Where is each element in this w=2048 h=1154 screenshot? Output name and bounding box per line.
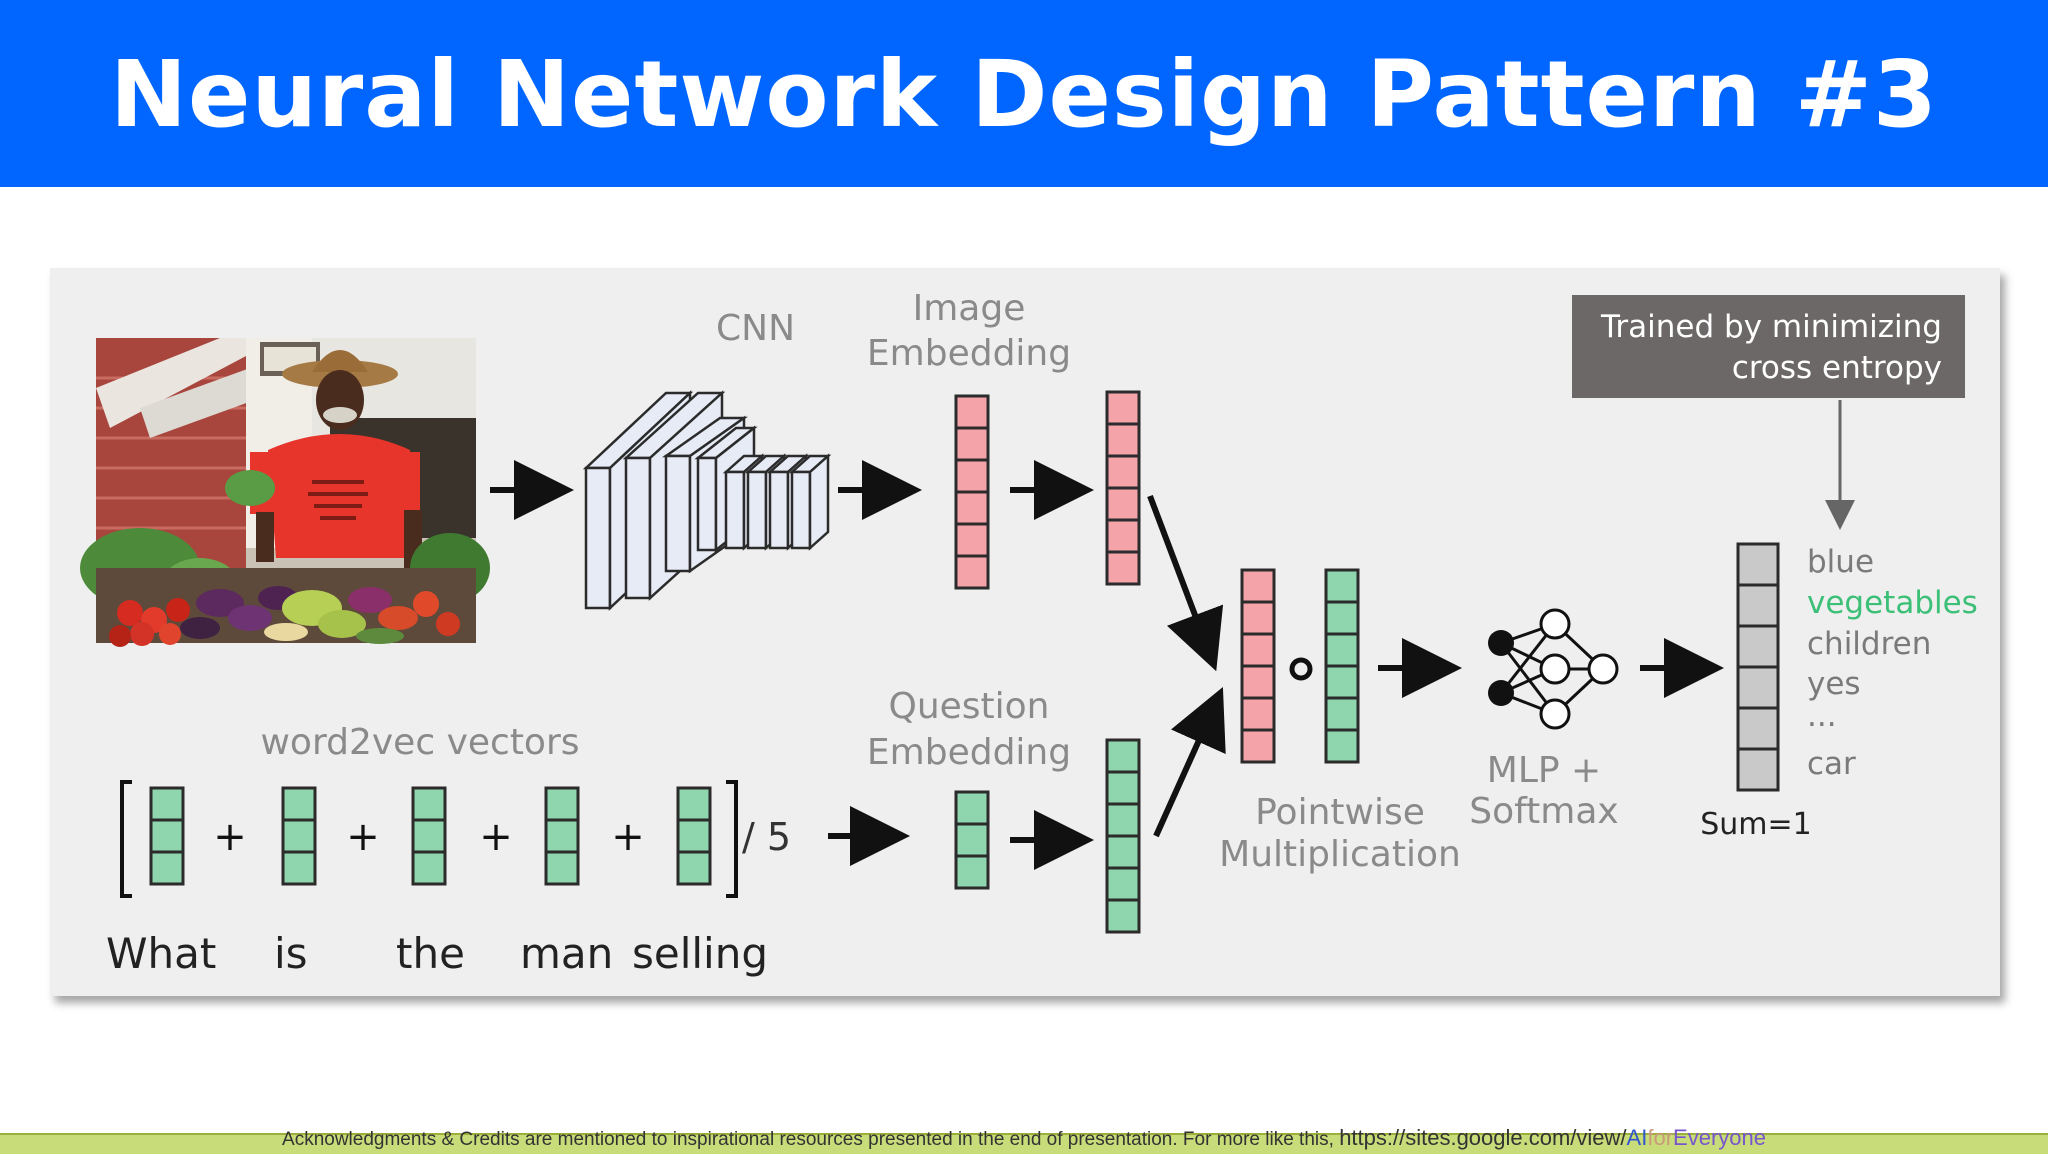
mlp-network-icon <box>1488 608 1619 730</box>
word-vector-5 <box>676 786 712 886</box>
answer-ellipsis: ... <box>1807 698 1837 734</box>
image-embedding-label-line2: Embedding <box>867 333 1071 374</box>
plus-sign-2: + <box>346 814 380 860</box>
mlp-label-line2: Softmax <box>1469 791 1618 832</box>
image-embedding-label-line1: Image <box>913 288 1026 329</box>
word-vector-4 <box>544 786 580 886</box>
footer-bar <box>0 1133 2048 1154</box>
left-bracket <box>120 780 132 898</box>
arrow-image-to-pointwise <box>1147 494 1224 672</box>
pointwise-question-vector <box>1324 568 1360 764</box>
word-vector-1 <box>149 786 185 886</box>
divide-by-five: / 5 <box>742 815 791 859</box>
market-photo <box>80 338 490 647</box>
pointwise-operator-icon <box>1289 657 1313 681</box>
title-bar <box>0 0 2048 187</box>
answer-vegetables: vegetables <box>1807 585 1978 621</box>
image-embedding-vector <box>954 394 990 590</box>
arrow-question-to-pointwise <box>1153 687 1226 838</box>
word2vec-label: word2vec vectors <box>260 722 579 763</box>
word-man: man <box>520 929 613 978</box>
plus-sign-1: + <box>213 814 247 860</box>
word-what: What <box>106 929 216 978</box>
plus-sign-3: + <box>479 814 513 860</box>
sum-label: Sum=1 <box>1700 807 1812 842</box>
training-note-box <box>1572 295 1965 398</box>
right-bracket <box>726 780 738 898</box>
pointwise-image-vector <box>1240 568 1276 764</box>
word-vector-3 <box>411 786 447 886</box>
footer-url-for[interactable]: for <box>1647 1125 1674 1150</box>
pointwise-label-line1: Pointwise <box>1255 792 1425 833</box>
answer-yes: yes <box>1807 666 1861 702</box>
training-note-line1: Trained by minimizing <box>1600 309 1942 345</box>
plus-sign-4: + <box>611 814 645 860</box>
answer-blue: blue <box>1807 544 1874 580</box>
mlp-label-line1: MLP + <box>1487 750 1601 791</box>
footer-url-prefix[interactable]: https://sites.google.com/view/ <box>1339 1125 1627 1150</box>
image-fc-vector <box>1105 390 1141 586</box>
question-embedding-label-line1: Question <box>888 686 1049 727</box>
question-embedding-vector <box>954 790 990 890</box>
word-is: is <box>274 929 308 978</box>
footer-url-everyone[interactable]: Everyone <box>1673 1125 1766 1150</box>
footer-credits-text: Acknowledgments & Credits are mentioned … <box>282 1129 1340 1150</box>
footer-credits: Acknowledgments & Credits are mentioned … <box>0 1124 2048 1152</box>
training-note-line2: cross entropy <box>1732 350 1942 386</box>
footer-url-ai[interactable]: AI <box>1626 1125 1648 1150</box>
question-fc-vector <box>1105 738 1141 934</box>
word-vector-2 <box>281 786 317 886</box>
output-probability-vector <box>1736 542 1780 792</box>
word-selling: selling <box>632 929 768 978</box>
cnn-block-stack <box>582 390 832 611</box>
answer-children: children <box>1807 626 1931 662</box>
pointwise-label-line2: Multiplication <box>1219 834 1461 875</box>
cnn-label: CNN <box>716 308 795 349</box>
question-embedding-label-line2: Embedding <box>867 732 1071 773</box>
word-the: the <box>396 929 465 978</box>
answer-car: car <box>1807 746 1856 782</box>
slide-title: Neural Network Design Pattern #3 <box>110 41 1938 148</box>
vqa-diagram: CNN Image Embedding word2vec vectors + +… <box>50 268 2000 996</box>
